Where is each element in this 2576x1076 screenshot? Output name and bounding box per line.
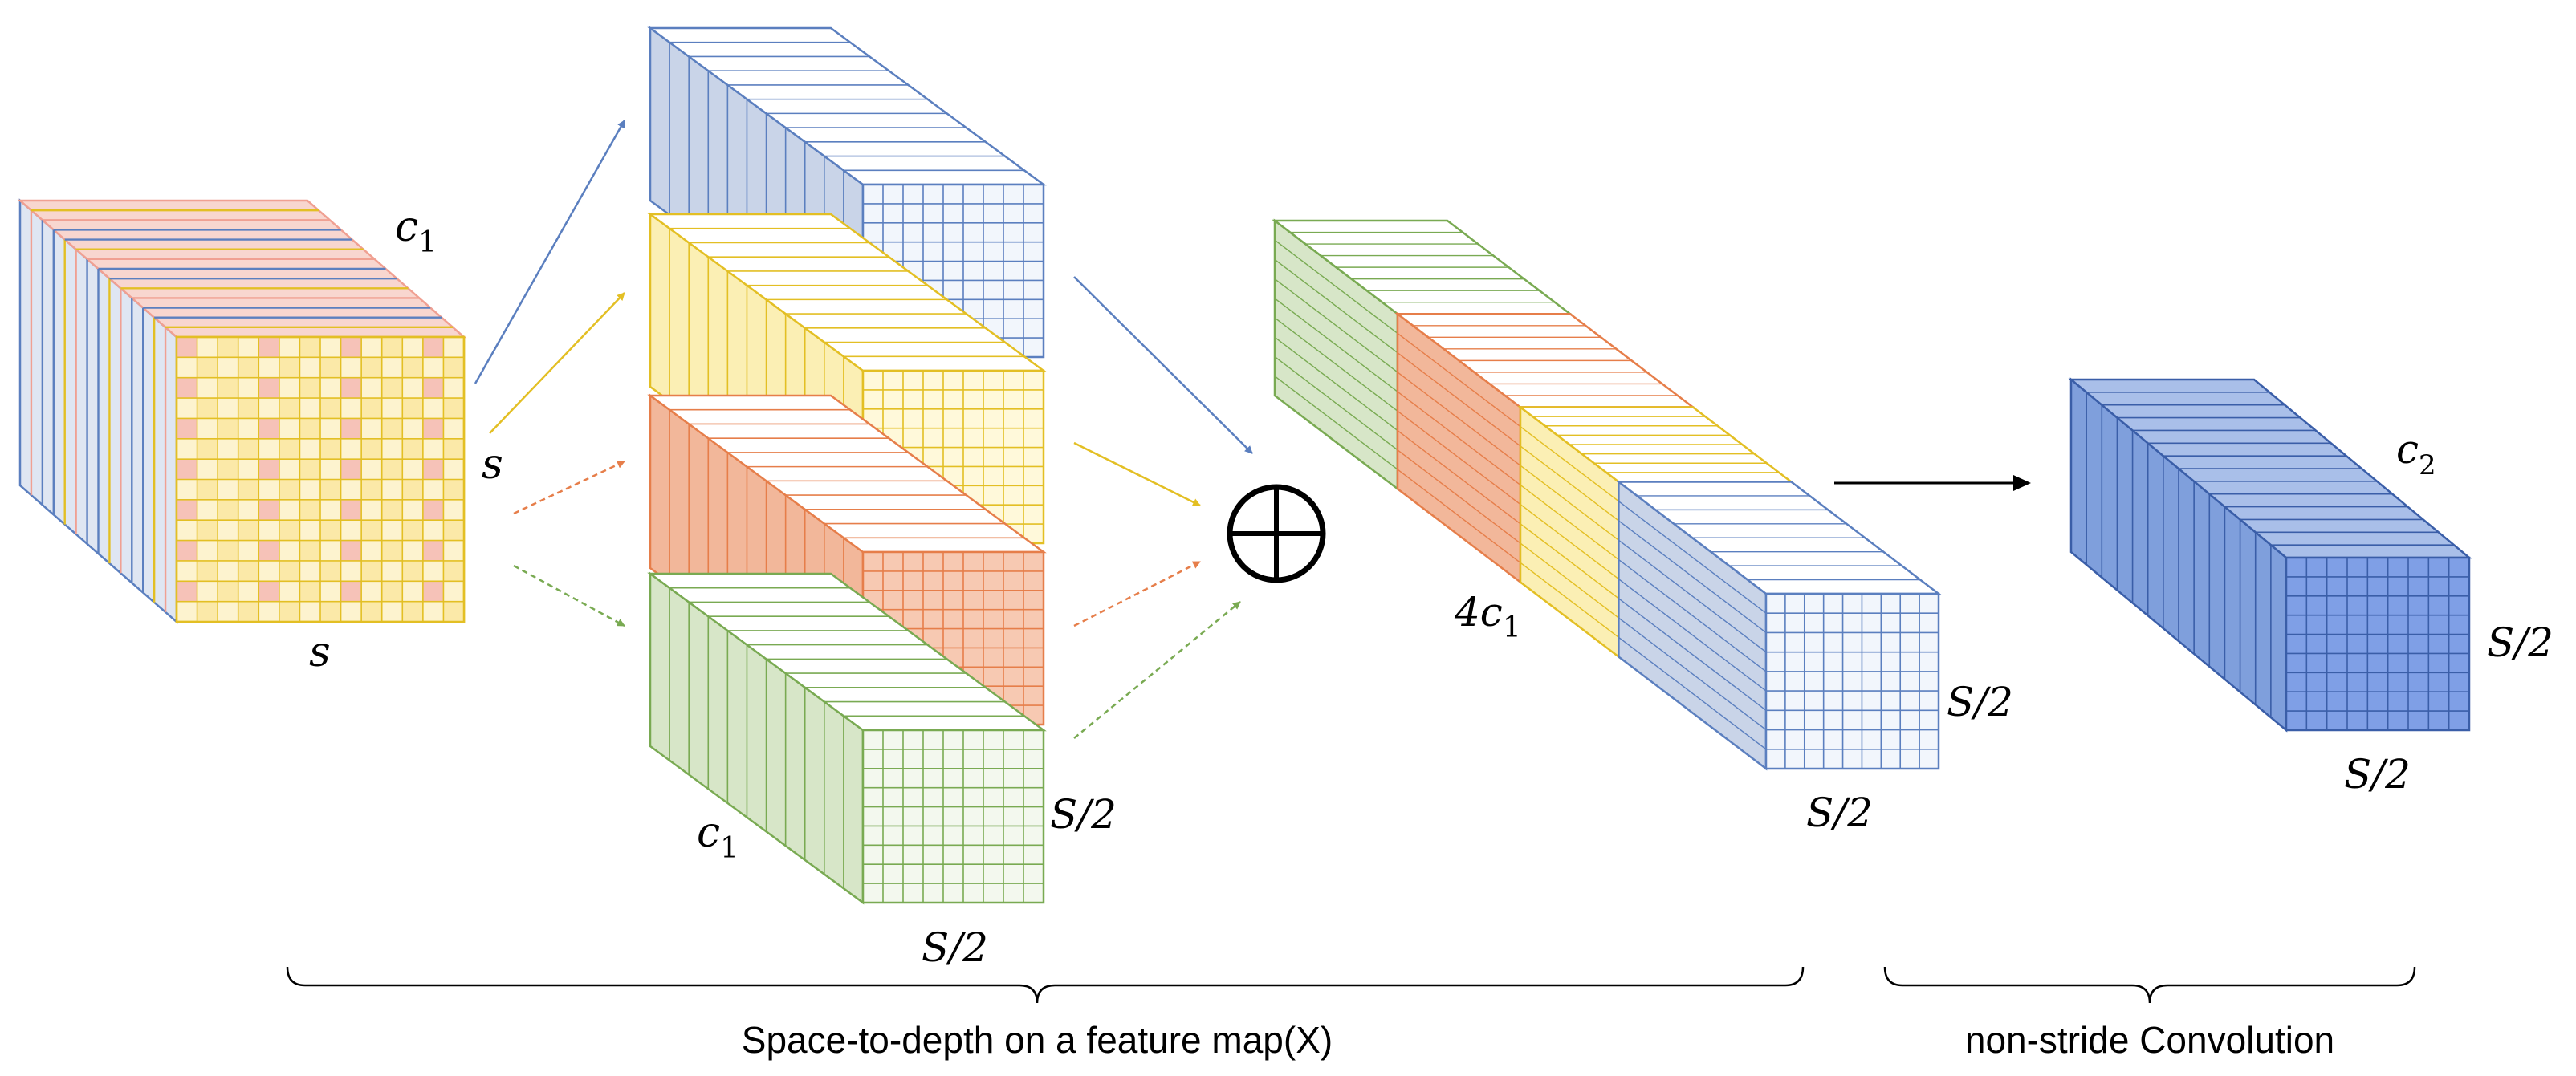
arrow-to-blue — [474, 120, 626, 384]
convolution-caption: non-stride Convolution — [1965, 1019, 2334, 1061]
input-width-label: s — [309, 628, 331, 676]
input-channels-label: c1 — [395, 203, 437, 259]
concatenated-feature-map — [1272, 218, 1942, 771]
front-face — [1764, 592, 1940, 770]
concat-operator — [1227, 484, 1326, 583]
front-face — [861, 729, 1045, 904]
arrow-from-orange — [1073, 560, 1201, 627]
front-outline — [175, 335, 466, 623]
input-feature-map — [17, 198, 467, 624]
output-width-label: S/2 — [2344, 751, 2411, 798]
slice-channels-label: c1 — [697, 809, 739, 865]
arrow-from-yellow — [1073, 441, 1201, 507]
slice-green — [647, 571, 1047, 905]
output-height-label: S/2 — [2487, 619, 2554, 666]
concat-height-label: S/2 — [1947, 679, 2013, 725]
input-height-label: s — [482, 441, 503, 489]
output-channels-label: c2 — [2396, 426, 2436, 481]
arrow-from-blue — [1073, 276, 1253, 454]
slice-height-label: S/2 — [1050, 791, 1117, 838]
merge-arrows — [1073, 276, 1253, 739]
convolution-brace — [1883, 966, 2416, 1004]
space-to-depth-brace — [286, 966, 1805, 1004]
arrow-to-yellow — [489, 292, 625, 434]
slice-width-label: S/2 — [922, 924, 988, 971]
space-to-depth-caption: Space-to-depth on a feature map(X) — [742, 1019, 1333, 1061]
arrow-to-green — [513, 564, 625, 627]
front-face — [2285, 556, 2471, 732]
concat-channels-label: 4c1 — [1454, 589, 1521, 644]
split-arrows — [474, 120, 626, 627]
arrow-to-orange — [513, 460, 625, 515]
arrow-from-green — [1073, 601, 1241, 739]
concat-width-label: S/2 — [1806, 790, 1873, 836]
output-feature-map — [2068, 377, 2472, 733]
